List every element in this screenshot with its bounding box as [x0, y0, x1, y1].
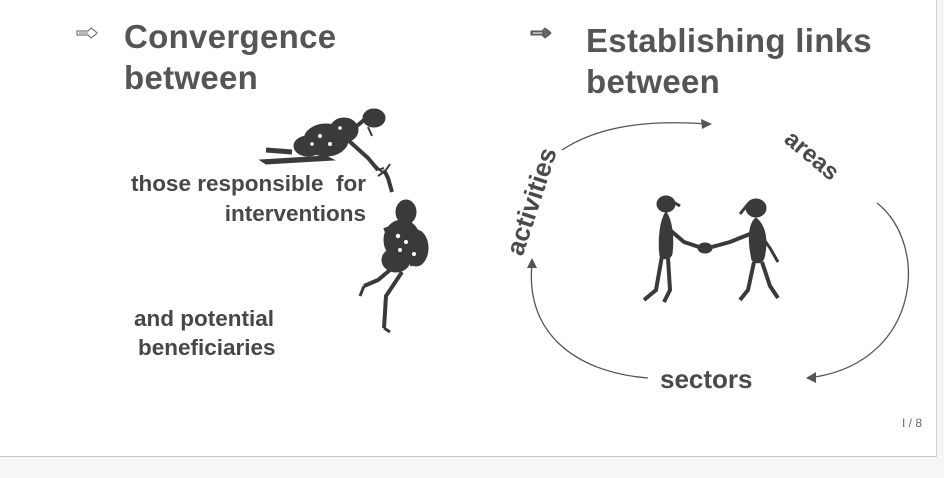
responsible-line1: those responsible for — [130, 171, 366, 196]
cycle-arrows — [527, 119, 910, 383]
beneficiaries-label: and potential beneficiaries — [134, 304, 276, 362]
right-heading-line2: between — [586, 63, 721, 100]
pointing-hand-icon — [530, 27, 552, 39]
beneficiaries-line1: and potential — [134, 306, 274, 331]
pointing-hand-icon — [76, 27, 98, 39]
left-heading: Convergence between — [124, 16, 336, 98]
responsible-label: those responsible for interventions — [38, 170, 366, 227]
right-heading-line1: Establishing links — [586, 22, 872, 59]
beneficiaries-line2: beneficiaries — [138, 335, 276, 360]
page-number: I / 8 — [901, 416, 922, 430]
responsible-line2: interventions — [224, 201, 366, 226]
slide: Convergence between those responsible fo… — [0, 0, 937, 457]
climbers-illustration — [258, 108, 429, 334]
left-heading-line2: between — [124, 59, 259, 96]
right-heading: Establishing links between — [586, 20, 872, 102]
handshake-illustration — [642, 195, 780, 303]
left-heading-line1: Convergence — [124, 18, 337, 55]
cycle-label-sectors: sectors — [660, 364, 753, 394]
